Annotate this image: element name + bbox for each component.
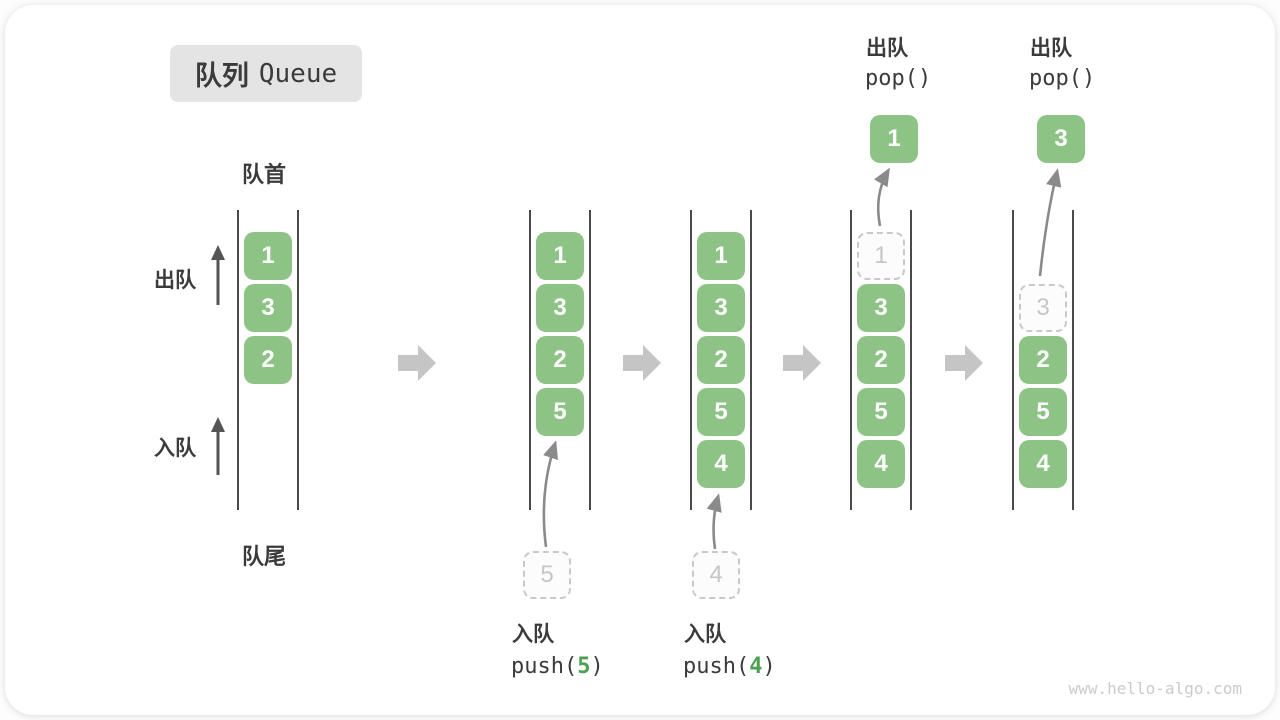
- dequeue-action-label: 出队: [1030, 37, 1072, 60]
- code-post: ): [762, 654, 776, 679]
- queue-element: 2: [1019, 336, 1067, 384]
- queue-element: 2: [857, 336, 905, 384]
- code-pre: push(: [511, 654, 578, 679]
- pop-code-label: pop(): [1029, 66, 1096, 91]
- queue-element: 5: [857, 388, 905, 436]
- title-badge: 队列 Queue: [170, 45, 362, 102]
- dequeue-side-label: 出队: [154, 269, 196, 292]
- removed-element-ghost: 1: [857, 232, 905, 280]
- queue-channel-1: [237, 210, 299, 510]
- queue-channel-2: [529, 210, 591, 510]
- enqueue-action-label: 入队: [684, 623, 726, 646]
- removed-element-ghost: 3: [1019, 284, 1067, 332]
- queue-channel-5: [1012, 210, 1074, 510]
- queue-rear-label: 队尾: [241, 544, 286, 569]
- push-code-label: push(5): [511, 654, 604, 679]
- queue-channel-4: [850, 210, 912, 510]
- queue-element: 4: [697, 440, 745, 488]
- pop-code-label: pop(): [865, 66, 932, 91]
- queue-element: 4: [1019, 440, 1067, 488]
- queue-element: 1: [697, 232, 745, 280]
- enqueue-side-label: 入队: [154, 437, 196, 460]
- queue-element: 2: [244, 336, 292, 384]
- title-en: Queue: [258, 58, 338, 89]
- queue-element: 3: [857, 284, 905, 332]
- queue-element: 5: [536, 388, 584, 436]
- queue-element: 2: [536, 336, 584, 384]
- queue-front-label: 队首: [241, 162, 286, 187]
- queue-element: 4: [857, 440, 905, 488]
- dequeue-action-label: 出队: [866, 37, 908, 60]
- watermark: www.hello-algo.com: [1068, 679, 1242, 698]
- incoming-element-ghost: 4: [692, 551, 740, 599]
- queue-element: 5: [1019, 388, 1067, 436]
- push-code-label: push(4): [683, 654, 776, 679]
- queue-element: 3: [697, 284, 745, 332]
- queue-element: 1: [244, 232, 292, 280]
- queue-element: 3: [244, 284, 292, 332]
- incoming-element-ghost: 5: [523, 551, 571, 599]
- enqueue-action-label: 入队: [512, 623, 554, 646]
- queue-element: 1: [536, 232, 584, 280]
- queue-channel-3: [690, 210, 752, 510]
- code-pre: push(: [683, 654, 750, 679]
- popped-element: 1: [870, 115, 918, 163]
- queue-element: 2: [697, 336, 745, 384]
- popped-element: 3: [1037, 115, 1085, 163]
- title-zh: 队列: [194, 61, 249, 91]
- queue-element: 5: [697, 388, 745, 436]
- figure-card: [5, 5, 1275, 715]
- code-arg: 5: [577, 654, 591, 679]
- queue-element: 3: [536, 284, 584, 332]
- code-arg: 4: [749, 654, 763, 679]
- code-post: ): [590, 654, 604, 679]
